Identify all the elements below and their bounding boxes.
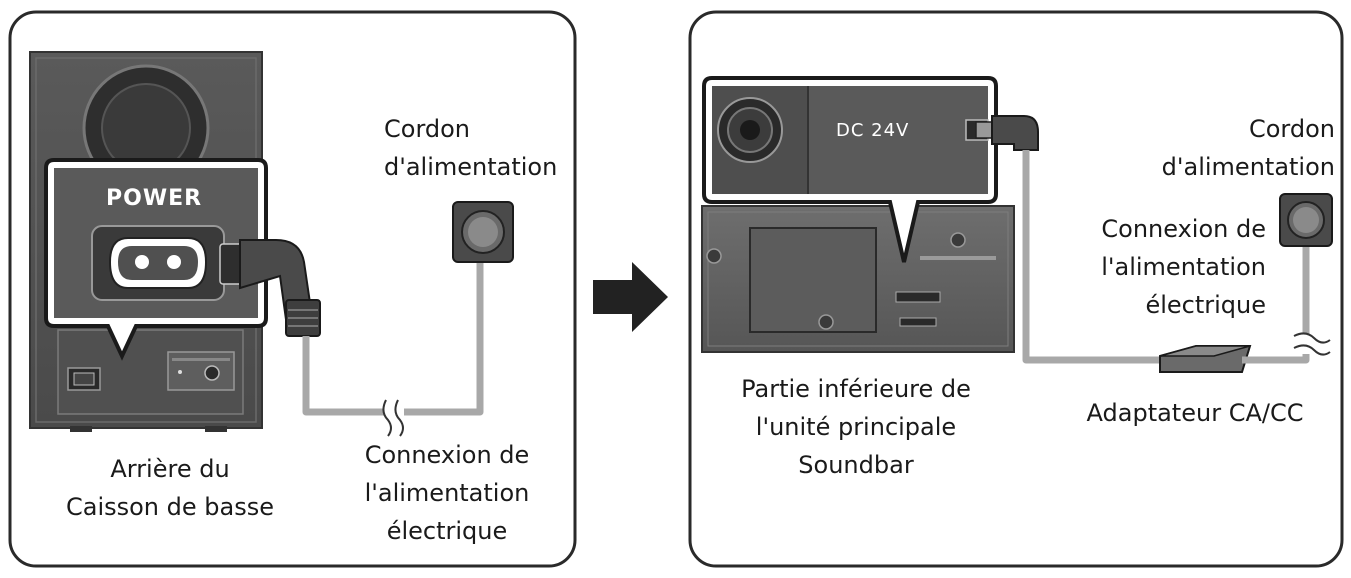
left-connection-label-line-1: Connexion de	[364, 441, 530, 469]
dc-power-plug	[975, 115, 1039, 151]
right-cord-label-line-1: Cordon	[1248, 115, 1335, 143]
adapter-label: Adaptateur CA/CC	[1086, 399, 1304, 427]
right-connection-label: Connexion de l'alimentation électrique	[1064, 210, 1266, 324]
right-connection-label-line-2: l'alimentation	[1101, 253, 1266, 281]
wall-outlet-icon	[452, 201, 514, 263]
right-arrow-icon	[593, 262, 668, 332]
power-port-label: POWER	[106, 186, 203, 211]
left-connection-label-line-2: l'alimentation	[364, 479, 530, 507]
soundbar-label-line-1: Partie inférieure de	[741, 375, 971, 403]
subwoofer-label-line-1: Arrière du	[110, 455, 230, 483]
power-callout	[44, 158, 268, 361]
cable-break-icon	[382, 399, 404, 437]
subwoofer-label: Arrière du Caisson de basse	[60, 450, 280, 526]
subwoofer-power-cable	[302, 260, 484, 416]
dc-port-label: DC 24V	[836, 120, 910, 141]
dc-input-callout	[702, 76, 998, 263]
right-connection-label-line-1: Connexion de	[1101, 215, 1266, 243]
soundbar-label: Partie inférieure de l'unité principale …	[706, 370, 1006, 484]
soundbar-underside	[701, 205, 1015, 353]
soundbar-label-line-3: Soundbar	[798, 451, 914, 479]
ac-cable-break-icon	[1293, 332, 1331, 356]
left-connection-label-line-3: électrique	[386, 517, 508, 545]
right-connection-label-line-3: électrique	[1145, 291, 1266, 319]
soundbar-label-line-2: l'unité principale	[755, 413, 957, 441]
subwoofer-power-plug	[219, 239, 321, 337]
right-wall-outlet-icon	[1279, 193, 1333, 247]
right-cord-label-line-2: d'alimentation	[1161, 153, 1335, 181]
right-cord-label: Cordon d'alimentation	[1110, 110, 1335, 186]
ac-cable	[1242, 246, 1310, 364]
left-connection-label: Connexion de l'alimentation électrique	[335, 436, 559, 550]
left-cord-label-line-1: Cordon	[384, 115, 471, 143]
left-cord-label-line-2: d'alimentation	[384, 153, 558, 181]
subwoofer-label-line-2: Caisson de basse	[65, 493, 274, 521]
dc-cable	[1022, 150, 1168, 364]
left-cord-label: Cordon d'alimentation	[384, 110, 557, 186]
